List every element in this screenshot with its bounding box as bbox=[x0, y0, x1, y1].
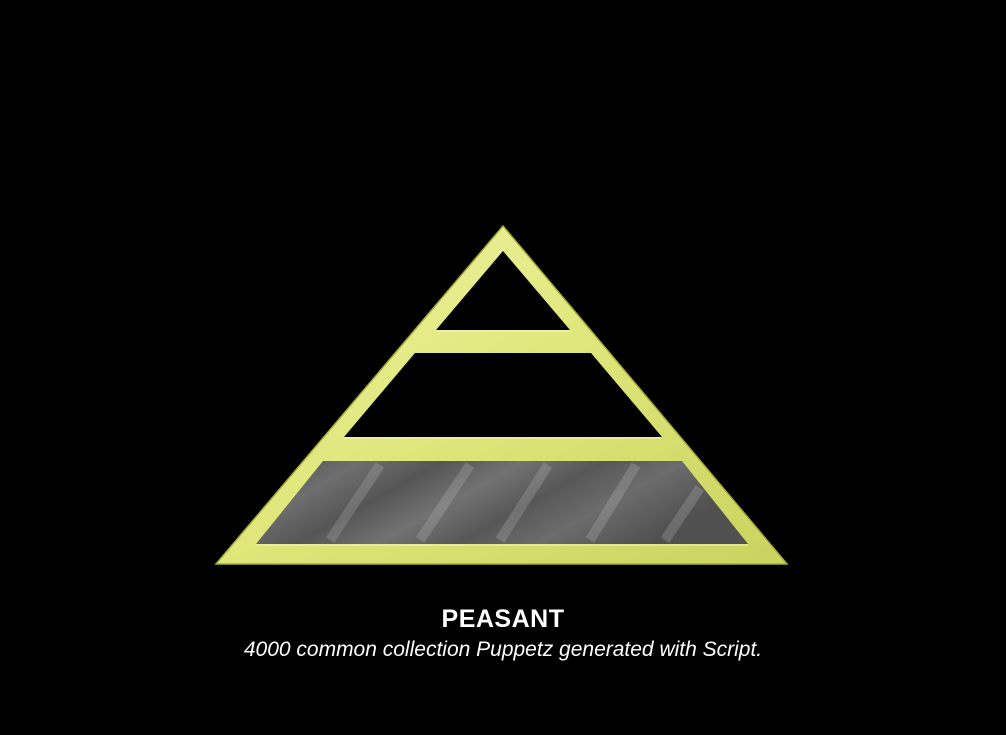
pyramid-level-middle bbox=[344, 353, 662, 437]
tier-caption: PEASANT 4000 common collection Puppetz g… bbox=[0, 603, 1006, 664]
pyramid-level-top bbox=[436, 251, 570, 330]
pyramid-level-bottom bbox=[256, 461, 748, 544]
tier-description: 4000 common collection Puppetz generated… bbox=[243, 638, 763, 661]
frame-bevel bbox=[256, 330, 748, 546]
tier-title: PEASANT bbox=[441, 605, 565, 633]
pyramid-tier-icon bbox=[214, 224, 789, 565]
stone-texture bbox=[325, 462, 705, 543]
